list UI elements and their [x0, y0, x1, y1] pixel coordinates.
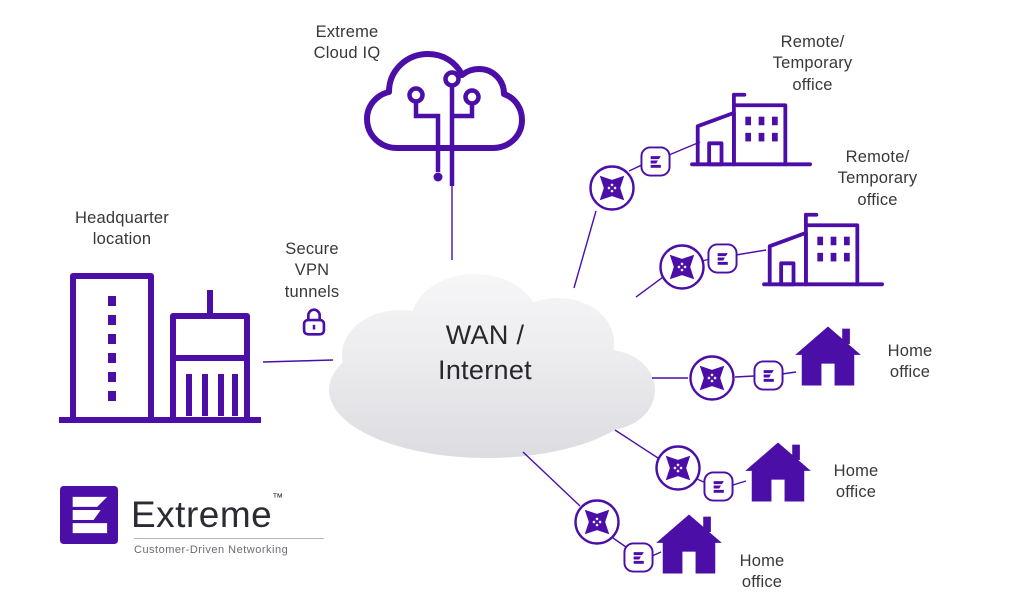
- home-icon: [793, 324, 863, 388]
- headquarters-icon: [55, 262, 265, 427]
- home-office-label: Home office: [833, 462, 879, 502]
- office-building-icon: [762, 210, 886, 290]
- vpn-tunnels-label: Secure VPN tunnels: [284, 240, 340, 301]
- router-icon: [588, 164, 636, 212]
- home-icon: [743, 440, 813, 504]
- brand-name: Extreme™: [131, 492, 284, 536]
- router-icon: [688, 354, 736, 402]
- cloud-iq-icon: [340, 36, 530, 196]
- extreme-logo-icon: [60, 486, 118, 544]
- remote-office-label: Remote/ Temporary office: [837, 148, 918, 209]
- access-point-icon: [753, 360, 784, 391]
- access-point-icon: [703, 471, 734, 502]
- wan-internet-label: WAN / Internet: [438, 320, 532, 386]
- brand-name-text: Extreme: [131, 494, 273, 535]
- home-office-label: Home office: [739, 552, 785, 592]
- access-point-icon: [640, 146, 671, 177]
- router-icon: [654, 444, 702, 492]
- headquarter-label: Headquarter location: [75, 209, 169, 249]
- router-icon: [658, 243, 706, 291]
- brand-tagline: Customer-Driven Networking: [134, 538, 324, 556]
- cloud-iq-label: Extreme Cloud IQ: [313, 23, 381, 63]
- remote-office-label: Remote/ Temporary office: [772, 33, 853, 94]
- lock-icon: [297, 305, 331, 339]
- wan-internet-cloud: [329, 274, 655, 458]
- trademark-symbol: ™: [272, 492, 284, 504]
- office-building-icon: [690, 90, 814, 170]
- access-point-icon: [623, 542, 654, 573]
- home-office-label: Home office: [887, 342, 933, 382]
- router-icon: [573, 498, 621, 546]
- access-point-icon: [707, 243, 738, 274]
